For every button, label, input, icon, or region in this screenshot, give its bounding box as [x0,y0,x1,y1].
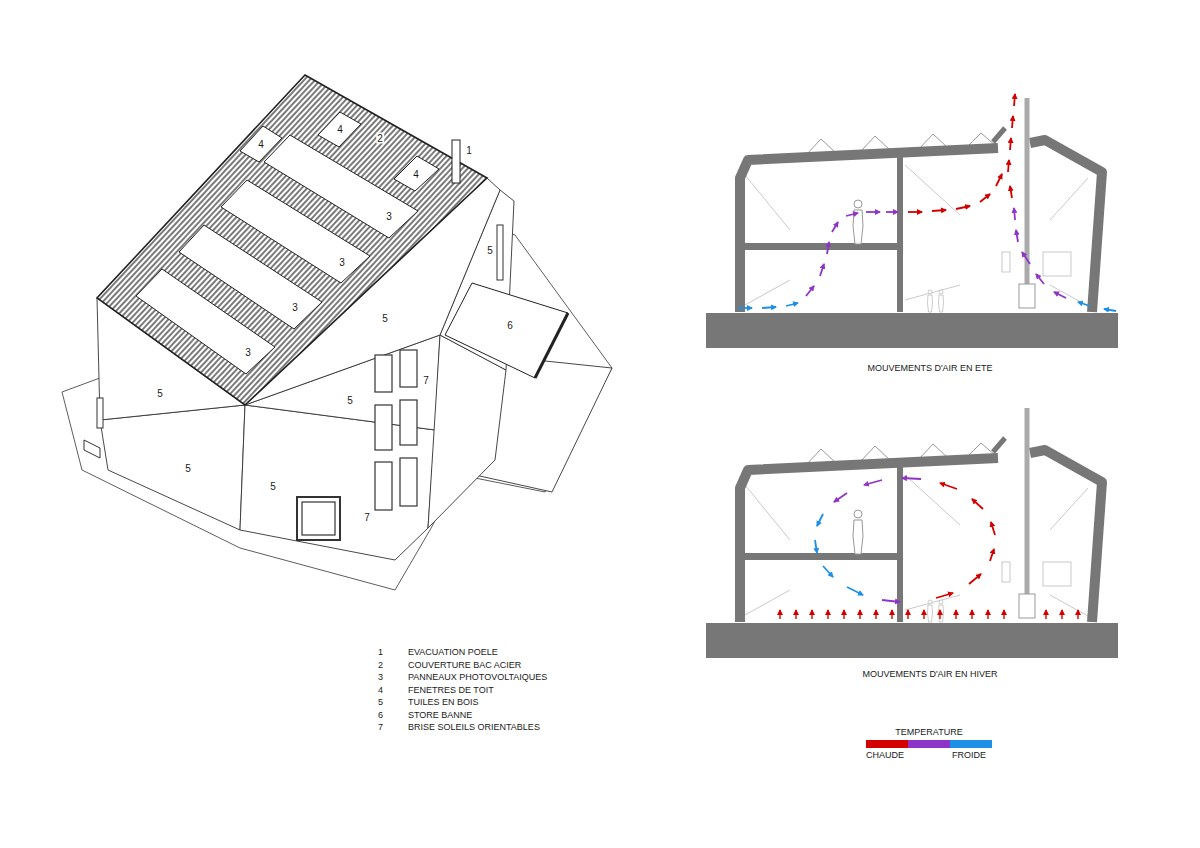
part-name: EVACUATION POELE [408,648,498,658]
callout-number: 5 [486,245,494,256]
callout-number: 7 [363,512,371,523]
callout-number: 3 [338,257,346,268]
part-name: PANNEAUX PHOTOVOLTAIQUES [408,673,547,683]
callout-number: 4 [412,169,420,180]
callout-number: 3 [385,211,393,222]
legend-gradient-middle [908,740,950,748]
callout-number: 5 [346,395,354,406]
legend-number: 4 [378,686,383,696]
section-caption: MOUVEMENTS D'AIR EN ETE [867,364,992,374]
callout-number: 4 [336,124,344,135]
callout-number: 5 [156,388,164,399]
callout-number: 3 [244,347,252,358]
legend-number: 2 [378,661,383,671]
section-caption: MOUVEMENTS D'AIR EN HIVER [862,670,997,680]
part-name: BRISE SOLEILS ORIENTABLES [408,723,540,733]
callout-number: 5 [269,481,277,492]
legend-number: 1 [378,648,383,658]
callout-number: 3 [291,302,299,313]
part-name: FENETRES DE TOIT [408,686,494,696]
legend-swatch [950,740,992,748]
legend-number: 7 [378,723,383,733]
legend-number: 5 [378,698,383,708]
legend-number: 3 [378,673,383,683]
legend-swatch [866,740,908,748]
callout-number: 6 [506,320,514,331]
part-name: COUVERTURE BAC ACIER [408,661,521,671]
legend-number: 6 [378,711,383,721]
legend-text: CHAUDE [866,751,904,761]
callout-number: 4 [257,139,265,150]
callout-number: 1 [465,145,473,156]
callout-number: 5 [184,463,192,474]
part-name: STORE BANNE [408,711,472,721]
legend-text: FROIDE [952,751,986,761]
callout-number: 7 [422,375,430,386]
legend-title: TEMPERATURE [895,728,962,738]
callout-number: 5 [381,313,389,324]
callout-number: 2 [376,133,384,144]
part-name: TUILES EN BOIS [408,698,479,708]
